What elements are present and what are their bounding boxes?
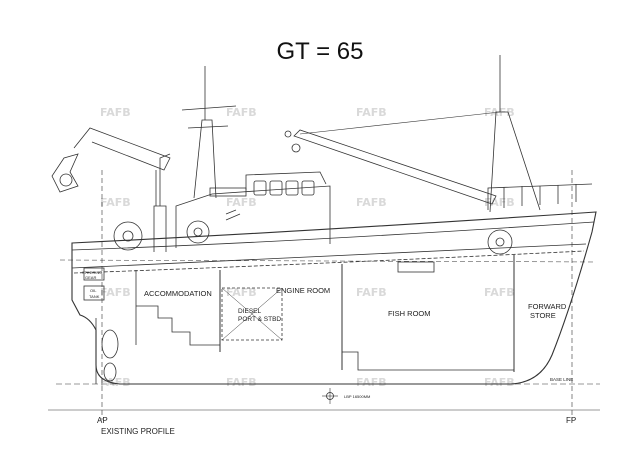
- winch-hub: [193, 227, 203, 237]
- oil-tank-box: [83, 285, 105, 301]
- watermark: FAFB: [226, 106, 257, 119]
- watermark: FAFB: [226, 286, 257, 299]
- label-ap: AP: [97, 416, 108, 425]
- forward-winch-hub: [495, 237, 505, 247]
- diesel-tank-outline: [221, 287, 283, 341]
- aft-tank-steps: [136, 305, 220, 346]
- forward-winch: [487, 229, 513, 255]
- hatch: [397, 261, 435, 273]
- net-drum-hub: [122, 230, 134, 242]
- crane-grab: [51, 153, 79, 193]
- watermark: FAFB: [226, 196, 257, 209]
- forward-mast: [489, 111, 541, 213]
- label-forward-store: FORWARD: [528, 302, 567, 311]
- label-base-line: BASE LINE: [550, 377, 573, 382]
- derrick-boom: [293, 129, 497, 205]
- watermark: FAFB: [484, 106, 515, 119]
- crane-jib: [73, 127, 171, 171]
- propeller: [101, 329, 119, 359]
- label-oil-tank: OIL: [90, 288, 97, 293]
- watermark-layer: FAFB FAFB FAFB FAFB FAFB FAFB FAFB FAFB …: [100, 106, 515, 389]
- watermark: FAFB: [356, 376, 387, 389]
- crane-post: [159, 153, 171, 206]
- forward-rail: [487, 183, 593, 210]
- crane-grab-pivot: [59, 173, 73, 187]
- label-diesel-sides: PORT & STBD: [238, 316, 281, 323]
- funnel-base: [209, 187, 247, 197]
- derrick-block: [284, 130, 292, 138]
- waterline: [59, 259, 597, 263]
- label-fish-room: FISH ROOM: [388, 309, 431, 318]
- watermark: FAFB: [484, 196, 515, 209]
- watermark: FAFB: [356, 106, 387, 119]
- watermark: FAFB: [484, 376, 515, 389]
- label-steering-gear-2: GEAR: [85, 275, 96, 280]
- diesel-tank-cross: [221, 287, 283, 341]
- steering-gear-box: [83, 267, 105, 281]
- derrick-topping-lift: [299, 111, 501, 135]
- wheelhouse-top: [245, 171, 327, 190]
- label-engine-room: ENGINE ROOM: [276, 286, 330, 295]
- label-oil-tank-2: TANK: [89, 294, 100, 299]
- aft-mast: [193, 119, 217, 199]
- label-forward-store-2: STORE: [530, 311, 556, 320]
- rudder: [103, 362, 117, 382]
- fish-room-floor: [342, 351, 514, 371]
- derrick-block: [291, 143, 301, 153]
- label-accommodation: ACCOMMODATION: [144, 289, 212, 298]
- net-drum: [113, 221, 143, 251]
- wheelhouse-window: [301, 180, 315, 196]
- deckhouse: [175, 185, 331, 248]
- label-steering-gear: STEERING: [82, 270, 102, 275]
- wheelhouse-window: [269, 180, 283, 196]
- main-deck-line: [71, 243, 587, 269]
- mast-yard: [181, 105, 237, 111]
- deckhouse-detail: [225, 209, 241, 221]
- crane-pillar: [153, 205, 167, 252]
- watermark: FAFB: [100, 286, 131, 299]
- winch: [186, 220, 210, 244]
- watermark: FAFB: [484, 286, 515, 299]
- label-fp: FP: [566, 416, 576, 425]
- wheelhouse-window: [253, 180, 267, 196]
- watermark: FAFB: [100, 106, 131, 119]
- watermark: FAFB: [100, 376, 131, 389]
- watermark: FAFB: [226, 376, 257, 389]
- bulwark-line: [71, 221, 595, 251]
- label-diesel: DIESEL: [238, 308, 262, 315]
- label-lbp: LBP 16500MM: [344, 394, 370, 399]
- watermark: FAFB: [356, 286, 387, 299]
- mast-crosstree: [187, 125, 229, 129]
- watermark: FAFB: [356, 196, 387, 209]
- drawing-title: GT = 65: [276, 38, 364, 65]
- watermark: FAFB: [100, 196, 131, 209]
- deck-line: [73, 250, 585, 274]
- label-existing-profile: EXISTING PROFILE: [101, 427, 175, 436]
- wheelhouse-window: [285, 180, 299, 196]
